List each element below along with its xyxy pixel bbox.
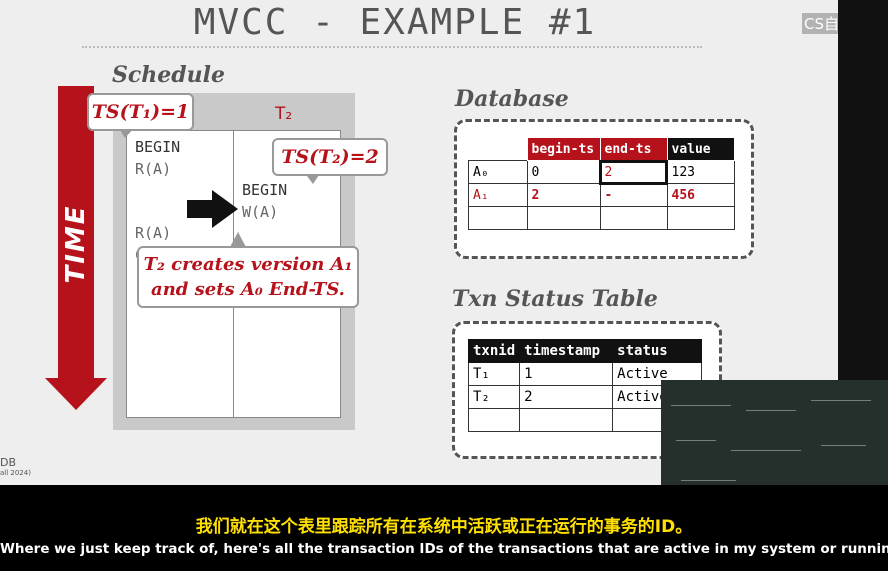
t1-op-read: R(A) bbox=[135, 160, 172, 178]
time-label: TIME bbox=[61, 204, 91, 284]
table-row: A₁ 2 - 456 bbox=[468, 183, 735, 207]
version-cell: A₀ bbox=[468, 160, 528, 184]
txn-status-label: Txn Status Table bbox=[452, 286, 658, 312]
annotation-bubble: T₂ creates version A₁ and sets A₀ End-TS… bbox=[137, 246, 359, 308]
table-header-row: begin-ts end-ts value bbox=[469, 137, 735, 161]
t2-op-begin: BEGIN bbox=[242, 181, 288, 199]
value-cell: 456 bbox=[666, 183, 735, 207]
bubble-tail bbox=[230, 232, 246, 247]
timestamp-cell bbox=[519, 408, 614, 432]
version-cell bbox=[468, 206, 528, 230]
table-row: A₀ 0 2 123 bbox=[468, 159, 735, 185]
database-label: Database bbox=[455, 86, 569, 112]
t1-op-read: R(A) bbox=[135, 224, 172, 242]
timestamp-cell: 1 bbox=[519, 362, 614, 386]
slide-title: MVCC - EXAMPLE #1 bbox=[193, 2, 597, 43]
database-table: begin-ts end-ts value A₀ 0 2 123 A₁ 2 - … bbox=[468, 137, 735, 230]
title-divider bbox=[82, 46, 702, 48]
column-header: value bbox=[666, 137, 735, 161]
table-header-row: txnid timestamp status bbox=[467, 339, 703, 363]
value-cell bbox=[666, 206, 735, 230]
logo-text: DB bbox=[0, 456, 17, 469]
timestamp-cell: 2 bbox=[519, 385, 614, 409]
end-ts-cell bbox=[599, 206, 668, 230]
t1-op-begin: BEGIN bbox=[135, 138, 181, 156]
column-header: status bbox=[612, 339, 703, 363]
right-dark-strip bbox=[838, 0, 888, 380]
time-arrow-head bbox=[45, 378, 107, 410]
ts-t2-bubble: TS(T₂)=2 bbox=[272, 138, 388, 176]
column-header: begin-ts bbox=[526, 137, 601, 161]
t2-op-write: W(A) bbox=[242, 203, 279, 221]
version-cell: A₁ bbox=[468, 183, 528, 207]
end-ts-cell: 2 bbox=[599, 159, 668, 185]
begin-ts-cell: 0 bbox=[526, 160, 601, 184]
end-ts-cell: - bbox=[599, 183, 668, 207]
schedule-label: Schedule bbox=[112, 62, 226, 88]
subtitle-bar bbox=[0, 485, 888, 571]
column-header: end-ts bbox=[599, 137, 668, 161]
subtitle-chinese: 我们就在这个表里跟踪所有在系统中活跃或正在运行的事务的ID。 bbox=[195, 517, 693, 537]
subtitle-english: Where we just keep track of, here's all … bbox=[0, 541, 888, 557]
table-row bbox=[467, 408, 703, 432]
pointer-arrow-head-icon bbox=[212, 190, 238, 228]
begin-ts-cell bbox=[526, 206, 601, 230]
table-corner bbox=[469, 138, 528, 161]
txnid-cell: T₂ bbox=[467, 385, 521, 409]
begin-ts-cell: 2 bbox=[526, 183, 601, 207]
logo-subtext: all 2024) bbox=[0, 469, 31, 477]
time-arrow-shaft bbox=[58, 86, 94, 382]
course-logo: DB all 2024) bbox=[0, 457, 31, 479]
txnid-cell: T₁ bbox=[467, 362, 521, 386]
ts-t1-bubble: TS(T₁)=1 bbox=[87, 93, 194, 131]
annotation-line-2: and sets A₀ End-TS. bbox=[151, 279, 345, 300]
pointer-arrow-icon bbox=[187, 200, 213, 218]
bubble-tail bbox=[118, 127, 135, 138]
annotation-line-1: T₂ creates version A₁ bbox=[143, 254, 353, 275]
column-header: timestamp bbox=[519, 339, 614, 363]
t2-header: T₂ bbox=[275, 104, 293, 124]
txnid-cell bbox=[467, 408, 521, 432]
table-row bbox=[468, 206, 735, 230]
column-header: txnid bbox=[467, 339, 521, 363]
value-cell: 123 bbox=[666, 160, 735, 184]
